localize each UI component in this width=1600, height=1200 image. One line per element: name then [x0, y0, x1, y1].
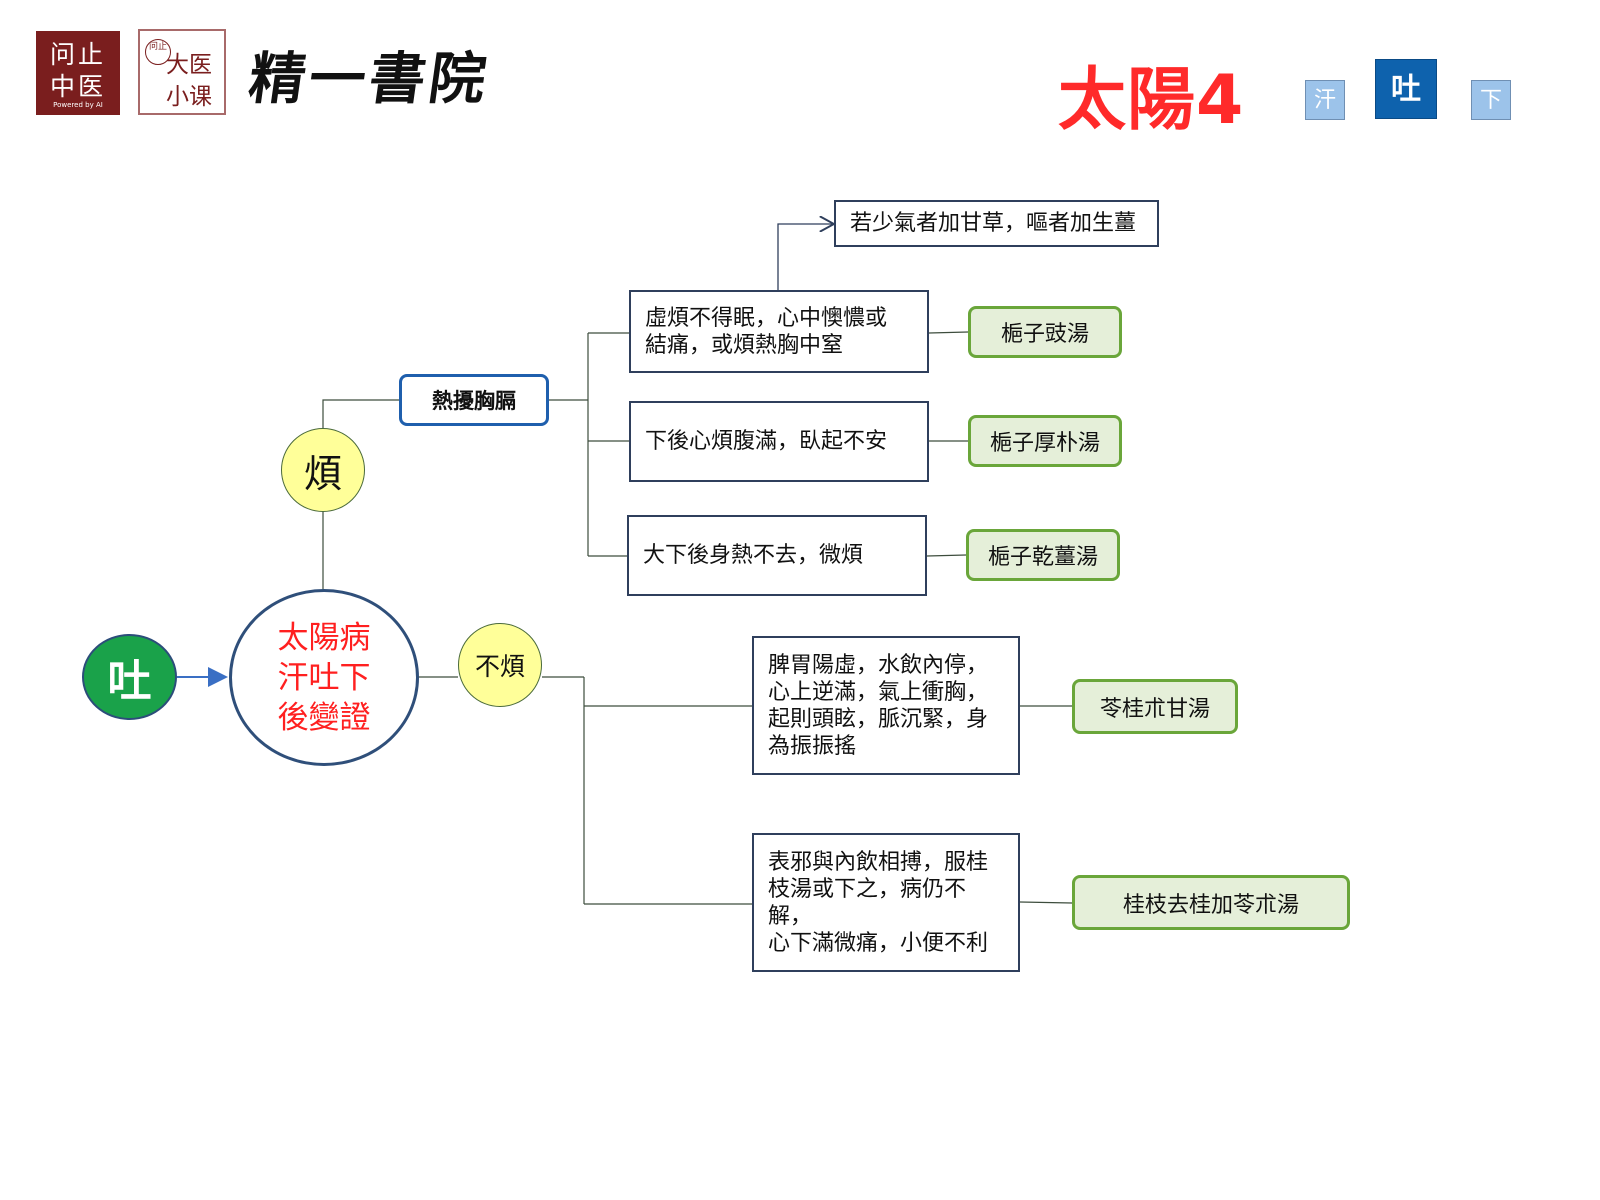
symptom-4-line-3: 起則頭眩，脈沉緊，身 — [768, 706, 989, 732]
fan-label: 煩 — [303, 451, 342, 496]
page-title: 太陽4 — [1058, 61, 1245, 140]
nav-han-button[interactable]: 汗 — [1305, 80, 1345, 120]
formula-5-label: 桂枝去桂加苓朮湯 — [1122, 892, 1299, 918]
formula-3-label: 梔子乾薑湯 — [987, 545, 1098, 570]
note-text: 若少氣者加甘草，嘔者加生薑 — [850, 211, 1137, 236]
symptom-5-line-1: 表邪與內飲相搏，服桂 — [768, 849, 989, 875]
symptom-4-line-1: 脾胃陽虛，水飲內停， — [768, 652, 989, 678]
symptom-box-5: 表邪與內飲相搏，服桂 枝湯或下之，病仍不解， 心下滿微痛，小便不利 — [752, 833, 1020, 972]
fan-circle: 煩 — [281, 428, 365, 512]
logo2-line2: 小课 — [166, 84, 212, 110]
start-tu-circle: 吐 — [82, 634, 177, 720]
symptom-2-line-1: 下後心煩腹滿，臥起不安 — [645, 429, 888, 454]
wenzhi-logo: 问止 中医 Powered by AI — [36, 31, 120, 115]
main-line-3: 後變證 — [277, 699, 371, 736]
bufan-label: 不煩 — [474, 652, 525, 681]
bufan-circle: 不煩 — [458, 623, 542, 707]
formula-box-2: 梔子厚朴湯 — [968, 415, 1122, 467]
dayi-logo: 问止 大医 小课 — [138, 29, 226, 115]
symptom-1-line-1: 虛煩不得眠，心中懊憹或 — [645, 305, 888, 331]
formula-4-label: 苓桂朮甘湯 — [1099, 696, 1210, 722]
formula-box-5: 桂枝去桂加苓朮湯 — [1072, 875, 1350, 930]
note-box: 若少氣者加甘草，嘔者加生薑 — [834, 200, 1159, 247]
start-tu-label: 吐 — [107, 656, 152, 707]
formula-box-4: 苓桂朮甘湯 — [1072, 679, 1238, 734]
symptom-5-line-2: 枝湯或下之，病仍不解， — [768, 876, 967, 929]
symptom-box-1: 虛煩不得眠，心中懊憹或 結痛，或煩熱胸中窒 — [629, 290, 929, 373]
main-line-2: 汗吐下 — [277, 659, 371, 696]
logo-line1: 问止 — [49, 40, 106, 69]
main-line-1: 太陽病 — [277, 619, 371, 656]
symptom-3-line-1: 大下後身熱不去，微煩 — [643, 543, 864, 568]
brand-calligraphy: 精一書院 — [244, 46, 495, 112]
main-circle: 太陽病 汗吐下 後變證 — [229, 589, 419, 766]
symptom-box-3: 大下後身熱不去，微煩 — [627, 515, 927, 596]
logo-stamp: 问止 — [145, 39, 171, 65]
logo-line2: 中医 — [49, 72, 106, 101]
category-label: 熱擾胸膈 — [432, 388, 516, 413]
formula-box-3: 梔子乾薑湯 — [966, 529, 1120, 581]
formula-box-1: 梔子豉湯 — [968, 306, 1122, 358]
symptom-4-line-2: 心上逆滿，氣上衝胸， — [768, 679, 989, 705]
nav-tu-button[interactable]: 吐 — [1375, 59, 1437, 119]
symptom-box-4: 脾胃陽虛，水飲內停， 心上逆滿，氣上衝胸， 起則頭眩，脈沉緊，身 為振振搖 — [752, 636, 1020, 775]
symptom-5-line-3: 心下滿微痛，小便不利 — [768, 930, 989, 956]
symptom-1-line-2: 結痛，或煩熱胸中窒 — [645, 332, 844, 358]
nav-xia-button[interactable]: 下 — [1471, 80, 1511, 120]
formula-2-label: 梔子厚朴湯 — [989, 431, 1100, 456]
symptom-4-line-4: 為振振搖 — [768, 733, 857, 759]
symptom-box-2: 下後心煩腹滿，臥起不安 — [629, 401, 929, 482]
category-node: 熱擾胸膈 — [399, 374, 549, 426]
logo2-line1: 大医 — [166, 52, 212, 78]
logo-tagline: Powered by AI — [53, 101, 103, 109]
formula-1-label: 梔子豉湯 — [1000, 322, 1089, 347]
